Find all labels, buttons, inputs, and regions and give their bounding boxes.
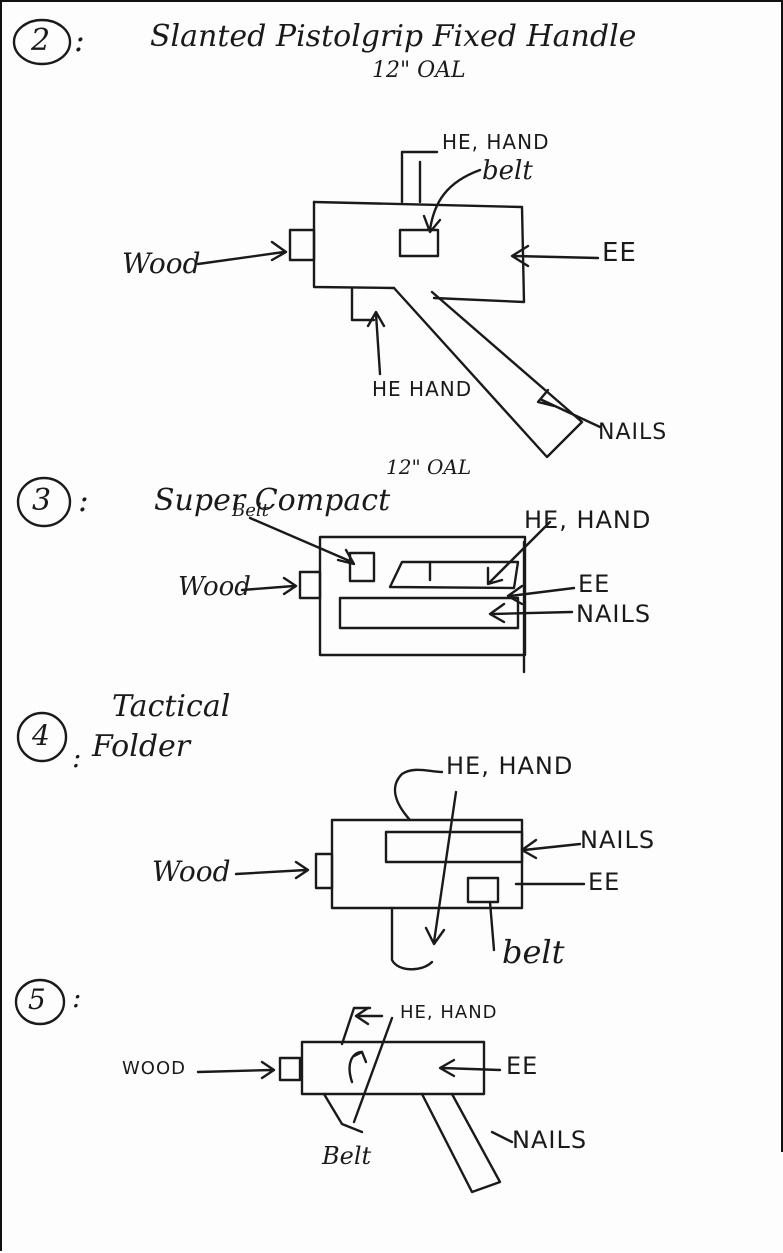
- nails-slot-4: [386, 832, 522, 862]
- sketch-4-ee-label: EE: [588, 870, 620, 894]
- top-tab-5: [342, 1008, 370, 1044]
- sketch-2-ee-label: EE: [602, 240, 637, 266]
- wood-arrow-4: [236, 862, 308, 878]
- handle-body-2-left: [314, 202, 394, 288]
- sketch-4-belt-label: belt: [502, 936, 565, 968]
- belt-arrow-3: [250, 518, 354, 564]
- ee-arrow-3: [508, 586, 574, 604]
- sketch-5-nails-label: NAILS: [512, 1128, 587, 1152]
- sketch-2-he-hand-bottom-label: HE HAND: [372, 374, 482, 404]
- bottom-hook-2: [352, 288, 374, 320]
- wood-block-5: [280, 1058, 300, 1080]
- slanted-grip-2: [394, 288, 582, 457]
- sketch-5-ee-label: EE: [506, 1054, 538, 1078]
- sketch-4-title-line1: Tactical: [112, 692, 230, 722]
- sketch-4-wood-label: Wood: [152, 858, 231, 886]
- sketch-4-colon: :: [72, 744, 81, 772]
- sketch-2-number: 2: [31, 26, 50, 56]
- wood-block-4: [316, 854, 332, 888]
- belt-box-3: [350, 553, 374, 581]
- sketch-2-nails-label: NAILS: [598, 422, 667, 444]
- nails-arrow-3: [490, 604, 572, 622]
- slanted-grip-5: [422, 1094, 500, 1192]
- sketch-4-title-line2: Folder: [92, 732, 190, 762]
- sketch-3-oal: 12" OAL: [386, 457, 471, 477]
- sketch-2-colon: :: [74, 24, 85, 56]
- nails-arrow-4: [522, 840, 580, 858]
- he-hand-arrow-4: [426, 792, 456, 944]
- sketch-3-colon: :: [78, 484, 89, 516]
- hand-slot-3: [390, 562, 518, 588]
- wood-arrow-5: [198, 1062, 274, 1078]
- nails-arrow-5: [492, 1132, 512, 1142]
- sketch-4-number: 4: [32, 722, 50, 750]
- sketch-2-belt-label: belt: [482, 158, 533, 184]
- sketch-2-wood-label: Wood: [122, 250, 201, 278]
- wood-block-3: [300, 572, 320, 598]
- wood-arrow-2: [198, 242, 286, 264]
- nails-arrow-2: [538, 390, 600, 427]
- ee-arrow-2: [512, 246, 598, 266]
- sketch-2-drawing: [14, 20, 600, 457]
- top-loop-4: [395, 770, 442, 820]
- sketch-5-colon: :: [72, 984, 81, 1012]
- belt-arrow-2: [424, 170, 480, 232]
- sketch-5-number: 5: [28, 986, 46, 1014]
- sketch-4-he-hand-label: HE, HAND: [446, 754, 573, 778]
- sketch-2-he-hand-top-label: HE, HAND: [442, 132, 549, 152]
- sketch-5-he-hand-label: HE, HAND: [400, 1004, 498, 1022]
- belt-line-5: [354, 1018, 392, 1122]
- sketch-3-nails-label: NAILS: [576, 602, 651, 626]
- belt-box-2: [400, 230, 438, 256]
- sketch-2-title: Slanted Pistolgrip Fixed Handle: [150, 22, 636, 52]
- sketch-3-he-hand-label: HE, HAND: [524, 508, 651, 532]
- ee-arrow-5: [440, 1060, 500, 1076]
- sketch-3-ee-label: EE: [578, 572, 610, 596]
- he-hand-arrow-5: [356, 1008, 382, 1024]
- sketch-3-number: 3: [32, 486, 51, 516]
- he-hand-arrow-2: [368, 312, 384, 374]
- sketch-3-wood-label: Wood: [178, 574, 251, 600]
- sketch-2-oal: 12" OAL: [372, 60, 466, 82]
- sketch-5-belt-label: Belt: [322, 1144, 371, 1168]
- sketch-4-nails-label: NAILS: [580, 828, 655, 852]
- belt-box-4: [468, 878, 498, 902]
- bottom-hook-4: [392, 908, 432, 969]
- wood-block-2: [290, 230, 314, 260]
- sketch-5-wood-label: WOOD: [122, 1060, 186, 1078]
- belt-curl-5: [350, 1052, 366, 1082]
- sketch-3-title: Super Compact: [154, 486, 390, 516]
- sketch-3-belt-label: Belt: [232, 502, 269, 520]
